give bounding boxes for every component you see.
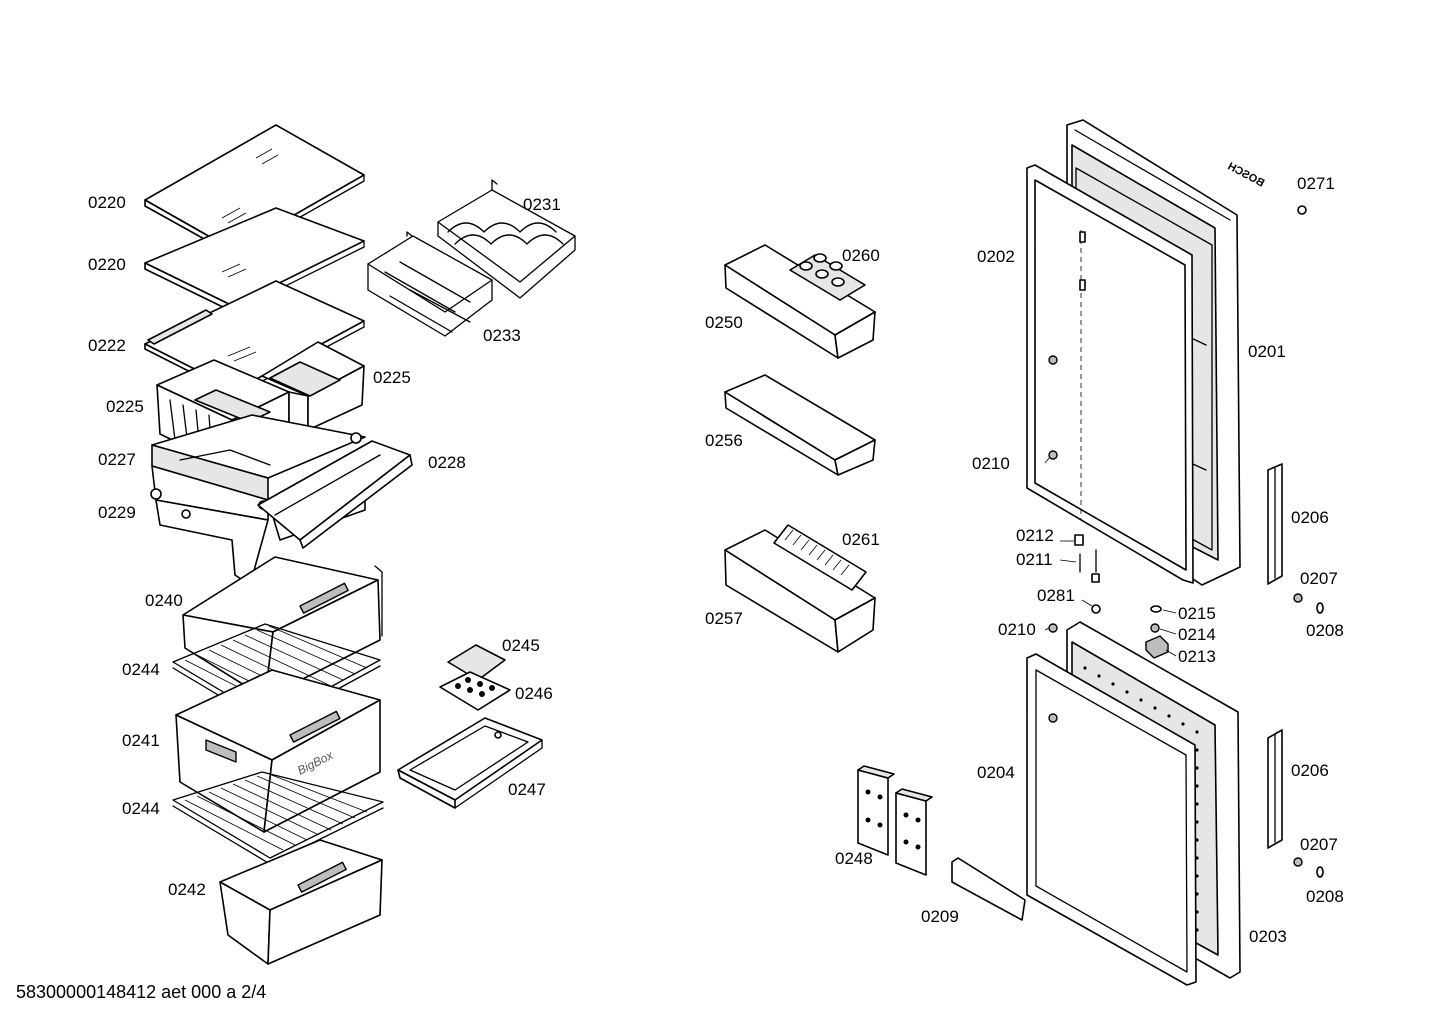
bottle-divider-0261	[773, 524, 867, 591]
egg-tray-0246	[439, 671, 511, 711]
label-0208a: 0208	[1306, 621, 1344, 640]
label-0225-left: 0225	[106, 397, 144, 416]
door-bin-0257	[724, 529, 876, 653]
wine-rack-0231	[437, 179, 576, 299]
door-bin-0250	[724, 244, 876, 359]
label-0210a: 0210	[972, 454, 1010, 473]
part-0281	[1091, 604, 1101, 614]
bosch-logo-0271: BOSCH	[1225, 160, 1307, 215]
liner-dot	[1181, 722, 1185, 726]
liner-dot	[1195, 766, 1199, 770]
cold-pack-0248a	[857, 765, 895, 856]
label-0204: 0204	[977, 763, 1015, 782]
liner-dot	[1153, 706, 1157, 710]
label-0250: 0250	[705, 313, 743, 332]
label-0202: 0202	[977, 247, 1015, 266]
label-0214: 0214	[1178, 625, 1216, 644]
screw-0207a	[1293, 593, 1303, 603]
liner-dot	[1097, 674, 1101, 678]
label-0257: 0257	[705, 609, 743, 628]
liner-dot	[1167, 714, 1171, 718]
label-0208b: 0208	[1306, 887, 1344, 906]
label-0207a: 0207	[1300, 569, 1338, 588]
label-0210b: 0210	[998, 620, 1036, 639]
bolt-0211	[1079, 549, 1100, 583]
bosch-logo-text: BOSCH	[1225, 160, 1266, 189]
document-footer-id: 58300000148412 aet 000 a 2/4	[16, 982, 266, 1002]
label-0209: 0209	[921, 907, 959, 926]
label-0220b: 0220	[88, 255, 126, 274]
liner-dot	[1083, 666, 1087, 670]
liner-dot	[1195, 730, 1199, 734]
label-0201: 0201	[1248, 342, 1286, 361]
door-seal-0202	[1026, 164, 1194, 584]
label-0242: 0242	[168, 880, 206, 899]
drawer-0241-bigbox: BigBox	[175, 669, 381, 833]
liner-dot	[1195, 748, 1199, 752]
label-0212: 0212	[1016, 526, 1054, 545]
liner-dot	[1195, 820, 1199, 824]
bush-0212	[1074, 534, 1084, 546]
screw-0207b	[1293, 857, 1303, 867]
label-0229: 0229	[98, 503, 136, 522]
label-0271: 0271	[1297, 174, 1335, 193]
label-0222: 0222	[88, 336, 126, 355]
screw-0214	[1150, 623, 1160, 633]
door-handle-0206b	[1267, 729, 1283, 849]
label-0215: 0215	[1178, 604, 1216, 623]
label-0248: 0248	[835, 849, 873, 868]
label-0247: 0247	[508, 780, 546, 799]
label-0233: 0233	[483, 326, 521, 345]
label-0261: 0261	[842, 530, 880, 549]
label-0244a: 0244	[122, 660, 160, 679]
label-0227: 0227	[98, 450, 136, 469]
part-labels: 0220 0220 0222 0225 0225 0227 0228 0229 …	[88, 174, 1344, 946]
egg-holder-0260	[789, 253, 866, 301]
label-0207b: 0207	[1300, 835, 1338, 854]
label-0206a: 0206	[1291, 508, 1329, 527]
liner-dot	[1195, 802, 1199, 806]
label-0231: 0231	[523, 195, 561, 214]
door-bin-0256	[724, 374, 876, 476]
label-0240: 0240	[145, 591, 183, 610]
label-0245: 0245	[502, 636, 540, 655]
cold-pack-0248b	[895, 788, 933, 876]
door-handle-0206a	[1267, 463, 1283, 585]
label-0206b: 0206	[1291, 761, 1329, 780]
hinge-pin-0210a	[1048, 355, 1058, 723]
rail-0209	[951, 857, 1026, 921]
label-0225-right: 0225	[373, 368, 411, 387]
leader-lines	[1044, 456, 1177, 657]
label-0281: 0281	[1037, 586, 1075, 605]
label-0256: 0256	[705, 431, 743, 450]
label-0244b: 0244	[122, 799, 160, 818]
label-0213: 0213	[1178, 647, 1216, 666]
hinge-0213	[1145, 635, 1169, 659]
crisper-box-right	[261, 341, 365, 438]
cap-0208a	[1316, 602, 1324, 614]
hinge-pin-0210b	[1048, 623, 1058, 633]
liner-dot	[1125, 690, 1129, 694]
label-0260: 0260	[842, 246, 880, 265]
wine-rack-0233	[367, 231, 493, 337]
label-0241: 0241	[122, 731, 160, 750]
washer-0215	[1150, 605, 1162, 613]
ice-tray-0247	[397, 717, 543, 809]
label-0246: 0246	[515, 684, 553, 703]
liner-dot	[1139, 698, 1143, 702]
liner-dot	[1111, 682, 1115, 686]
door-seal-0204	[1026, 653, 1197, 986]
liner-dot	[1195, 784, 1199, 788]
cover-plate-0228	[257, 440, 413, 549]
label-0220a: 0220	[88, 193, 126, 212]
cap-0208b	[1316, 866, 1324, 878]
label-0211: 0211	[1016, 550, 1053, 569]
label-0203: 0203	[1249, 927, 1287, 946]
drawer-0242	[219, 839, 383, 965]
label-0228: 0228	[428, 453, 466, 472]
